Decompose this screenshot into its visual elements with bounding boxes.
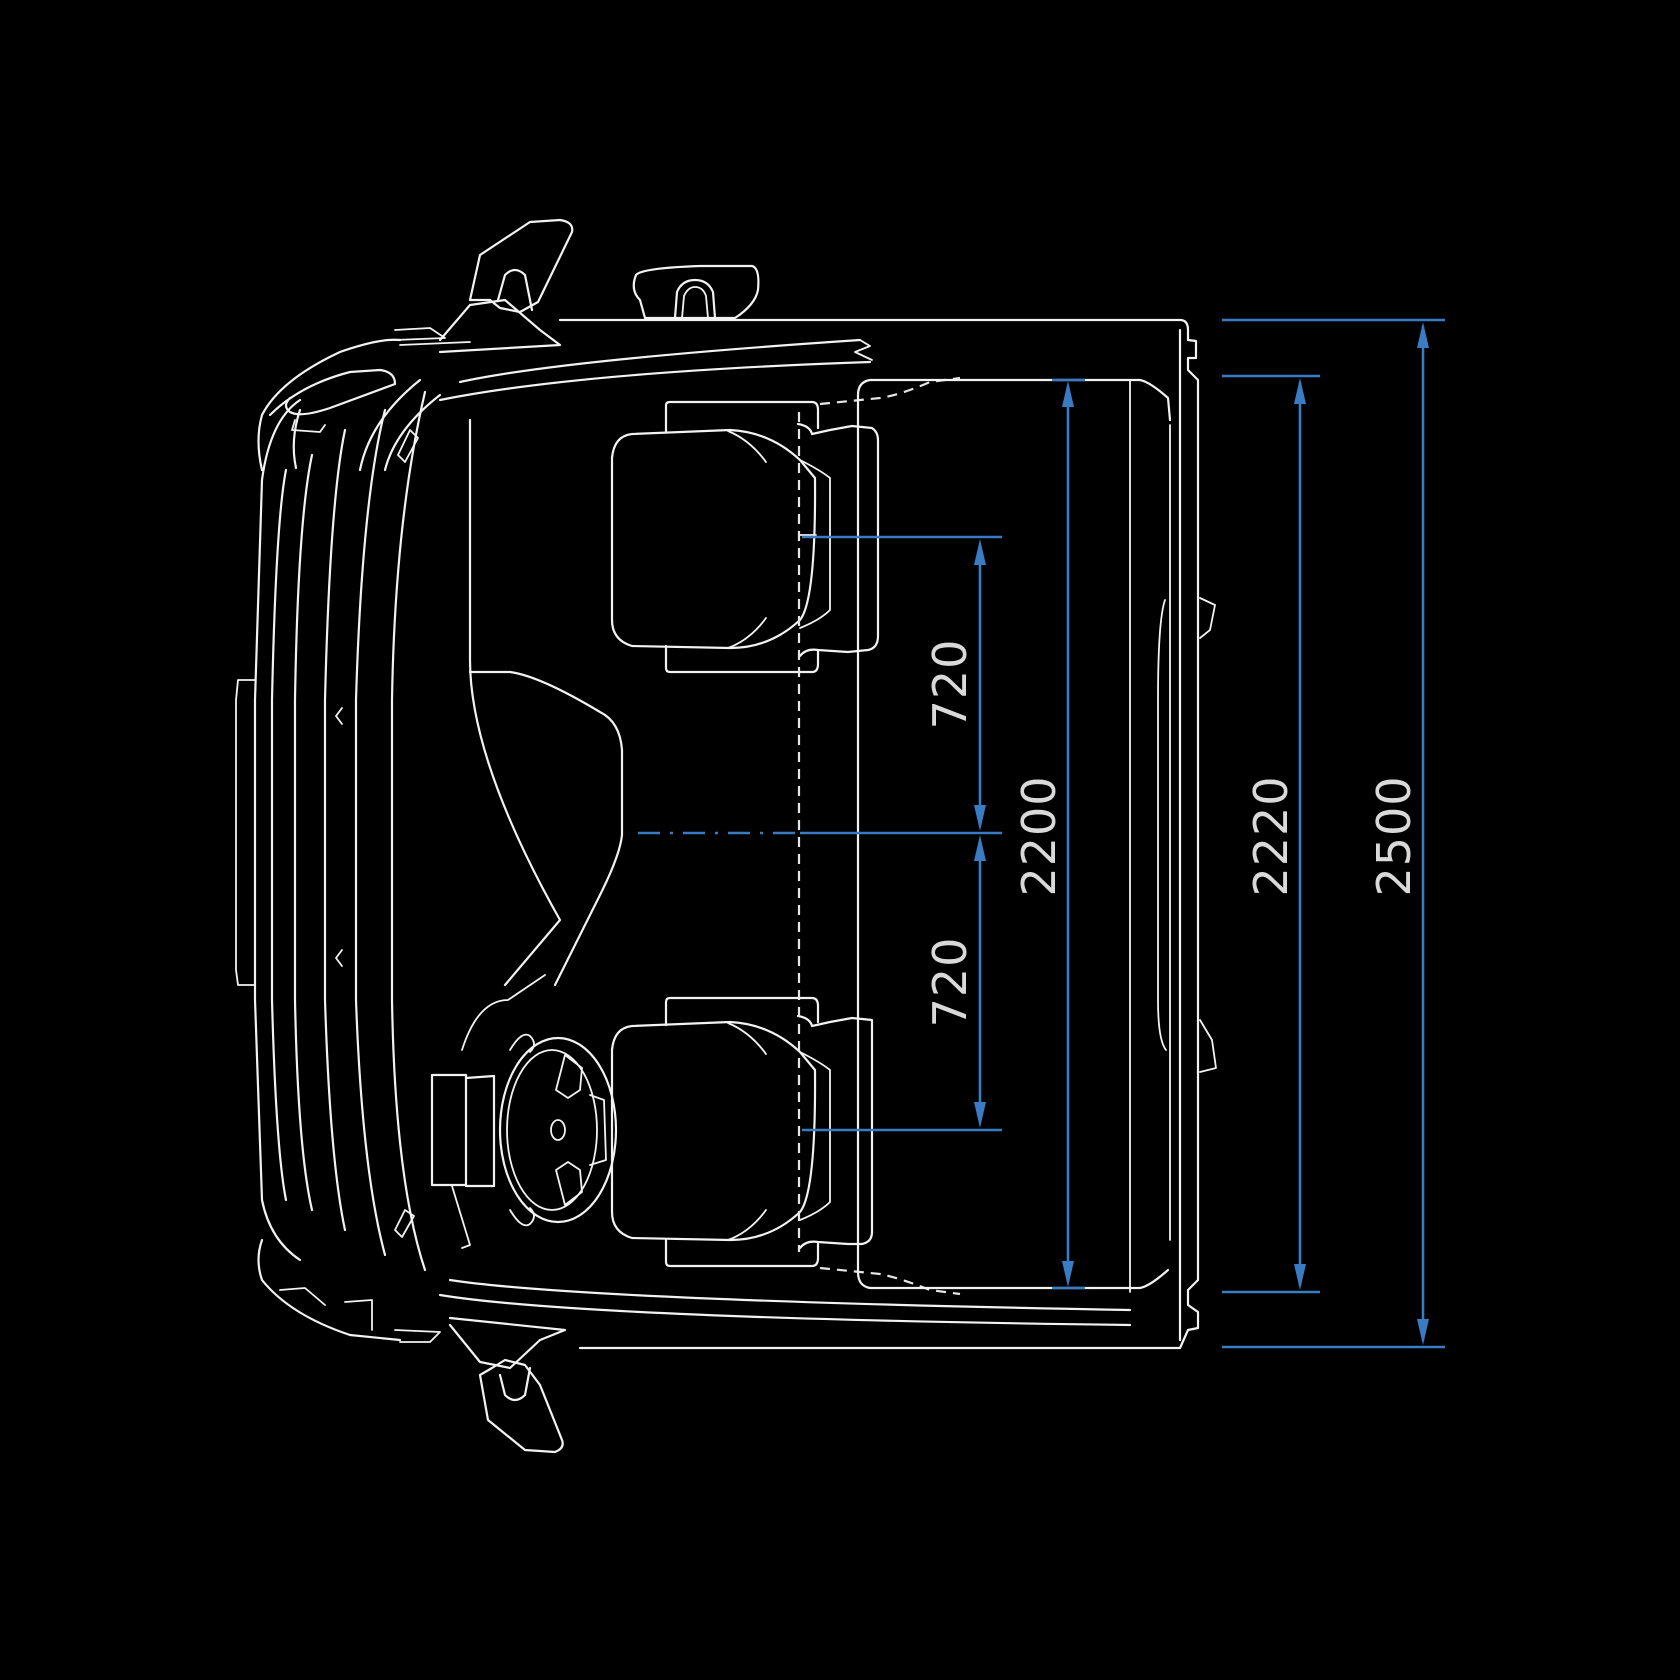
- driver-seat: [610, 996, 874, 1268]
- dim-label-2200: 2200: [1012, 775, 1066, 896]
- dashboard-console: [461, 418, 624, 1051]
- mirror-right: [448, 1316, 567, 1454]
- bunk-area: [797, 376, 1172, 1296]
- front-camera-mirror: [632, 264, 760, 320]
- passenger-seat: [610, 400, 880, 674]
- dimension-labels: 720 720 2200 2220 2500: [923, 639, 1421, 1028]
- dimension-lines: [638, 318, 1445, 1349]
- dim-label-2500: 2500: [1367, 775, 1421, 896]
- cab-outline: [235, 318, 1217, 1350]
- steering-wheel: [430, 1033, 618, 1249]
- mirror-left: [438, 218, 574, 354]
- dim-label-720-upper: 720: [923, 639, 977, 730]
- dim-label-2220: 2220: [1244, 775, 1298, 896]
- dim-label-720-lower: 720: [923, 937, 977, 1028]
